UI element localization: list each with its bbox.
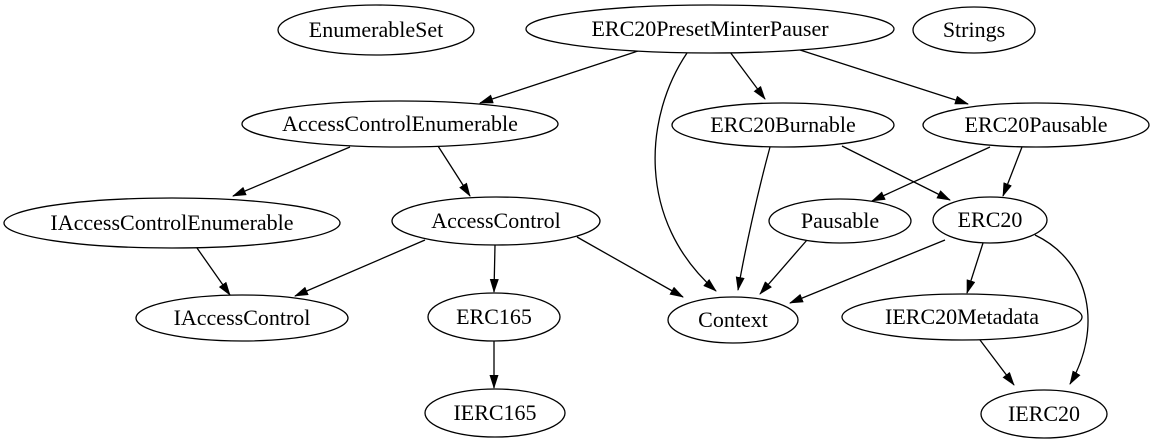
node-ellipse-AccessControl	[391, 196, 601, 246]
edge-ERC20PresetMinterPauser-to-Context	[654, 52, 717, 292]
node-Context: Context	[667, 296, 799, 344]
node-label-IAccessControl: IAccessControl	[174, 305, 311, 330]
node-ERC165: ERC165	[427, 292, 561, 342]
node-IERC165: IERC165	[424, 388, 566, 438]
node-label-IAccessControlEnumerable: IAccessControlEnumerable	[50, 210, 293, 235]
node-label-Pausable: Pausable	[801, 208, 879, 233]
node-Pausable: Pausable	[768, 198, 912, 244]
edge-AccessControl-to-Context	[576, 236, 684, 298]
node-ellipse-IAccessControlEnumerable	[3, 197, 341, 249]
edge-AccessControlEnumerable-to-IAccessControlEnumerable	[232, 146, 351, 197]
node-label-IERC165: IERC165	[453, 400, 536, 425]
node-ERC20PresetMinterPauser: ERC20PresetMinterPauser	[525, 4, 895, 54]
node-Strings: Strings	[912, 6, 1036, 54]
nodes-layer: EnumerableSet ERC20PresetMinterPauser Stri…	[3, 4, 1150, 439]
node-label-Strings: Strings	[943, 17, 1005, 42]
edge-AccessControl-to-ERC165	[489, 244, 499, 293]
edge-ERC20-to-IERC20	[1034, 234, 1089, 385]
edge-ERC20-to-Context	[789, 239, 946, 304]
edge-IAccessControlEnumerable-to-IAccessControl	[196, 247, 231, 296]
node-ellipse-AccessControlEnumerable	[241, 100, 559, 148]
edge-ERC20PresetMinterPauser-to-AccessControlEnumerable	[479, 50, 639, 104]
edge-AccessControl-to-IAccessControl	[294, 239, 426, 297]
node-EnumerableSet: EnumerableSet	[277, 4, 475, 56]
edges-layer	[196, 49, 1089, 389]
edge-Pausable-to-Context	[759, 239, 808, 295]
node-label-ERC165: ERC165	[456, 304, 532, 329]
node-IERC20Metadata: IERC20Metadata	[841, 293, 1083, 341]
node-label-IERC20: IERC20	[1008, 401, 1080, 426]
node-AccessControlEnumerable: AccessControlEnumerable	[241, 100, 559, 148]
node-label-AccessControlEnumerable: AccessControlEnumerable	[282, 111, 518, 136]
node-ellipse-IERC165	[424, 388, 566, 438]
node-ellipse-Context	[667, 296, 799, 344]
node-ERC20: ERC20	[932, 196, 1048, 244]
node-label-Context: Context	[698, 307, 768, 332]
node-IAccessControlEnumerable: IAccessControlEnumerable	[3, 197, 341, 249]
node-label-EnumerableSet: EnumerableSet	[309, 17, 443, 42]
edge-ERC20PresetMinterPauser-to-ERC20Pausable	[799, 49, 969, 105]
node-ellipse-ERC20Pausable	[922, 102, 1150, 148]
node-ellipse-Pausable	[768, 198, 912, 244]
node-label-ERC20PresetMinterPauser: ERC20PresetMinterPauser	[591, 16, 829, 41]
node-ellipse-IERC20	[980, 389, 1108, 439]
node-ellipse-ERC165	[427, 292, 561, 342]
edge-ERC20Pausable-to-Pausable	[871, 146, 991, 202]
node-label-ERC20: ERC20	[958, 207, 1023, 232]
edge-ERC20PresetMinterPauser-to-ERC20Burnable	[729, 51, 766, 100]
node-ellipse-EnumerableSet	[277, 4, 475, 56]
node-ellipse-IERC20Metadata	[841, 293, 1083, 341]
node-ellipse-IAccessControl	[135, 294, 349, 342]
node-ellipse-ERC20PresetMinterPauser	[525, 4, 895, 54]
node-ellipse-Strings	[912, 6, 1036, 54]
node-label-ERC20Burnable: ERC20Burnable	[710, 112, 855, 137]
node-ERC20Pausable: ERC20Pausable	[922, 102, 1150, 148]
edge-ERC20Pausable-to-ERC20	[1002, 146, 1023, 197]
edge-ERC20-to-IERC20Metadata	[966, 242, 984, 294]
node-label-AccessControl: AccessControl	[431, 208, 561, 233]
node-AccessControl: AccessControl	[391, 196, 601, 246]
edge-IERC20Metadata-to-IERC20	[979, 339, 1015, 386]
node-ERC20Burnable: ERC20Burnable	[671, 102, 895, 148]
node-ellipse-ERC20	[932, 196, 1048, 244]
edge-AccessControlEnumerable-to-AccessControl	[437, 145, 471, 197]
edge-ERC20Burnable-to-ERC20	[841, 145, 951, 201]
node-ellipse-ERC20Burnable	[671, 102, 895, 148]
node-IERC20: IERC20	[980, 389, 1108, 439]
node-IAccessControl: IAccessControl	[135, 294, 349, 342]
edge-ERC20Burnable-to-Context	[735, 146, 771, 291]
node-label-IERC20Metadata: IERC20Metadata	[885, 304, 1039, 329]
node-label-ERC20Pausable: ERC20Pausable	[965, 112, 1108, 137]
